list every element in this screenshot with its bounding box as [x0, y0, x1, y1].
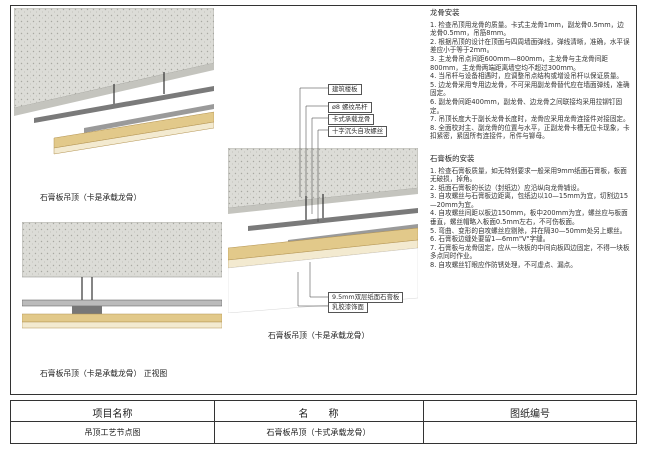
- note-board-8: 8. 自攻螺丝钉眼应作防锈处理，不可虚点、漏点。: [430, 261, 577, 270]
- caption-front-view: 石膏板吊顶（卡是承载龙骨） 正视图: [40, 369, 168, 378]
- note-board-7: 7. 石膏板与龙骨固定，应从一块板的中间向板四边固定，不得一块板多点同时作业。: [430, 243, 630, 261]
- value-name: 石膏板吊顶（卡式承载龙骨）: [266, 428, 371, 437]
- main-keel: [248, 208, 418, 231]
- title-block: 项目名称 名 称 图纸编号 吊顶工艺节点图 石膏板吊顶（卡式承载龙骨）: [10, 400, 637, 444]
- note-keel-6: 6. 副龙骨间距400mm，副龙骨、边龙骨之间联接均采用拉铆钉固定。: [430, 97, 623, 115]
- label-screw: 十字沉头自攻螺丝: [328, 126, 388, 137]
- label-main-keel: 卡式承载龙骨: [328, 114, 375, 125]
- header-project-name: 项目名称: [92, 409, 133, 420]
- board-layer: [228, 227, 418, 261]
- concrete-slab: [14, 8, 214, 109]
- caption-top-left: 石膏板吊顶（卡是承载龙骨）: [40, 193, 142, 202]
- note-keel-7: 7. 吊顶长度大于副长龙骨长度时，龙骨应采用龙骨连接件对接固定。: [430, 115, 630, 124]
- board-layer: [22, 313, 222, 323]
- detail-top-left: [14, 8, 214, 155]
- note-keel-2: 2. 根据吊顶的设计在顶面与四周墙面弹线，弹线清晰，准确，水平误差应小于等于2m…: [430, 37, 630, 55]
- detail-center: [228, 148, 418, 313]
- note-keel-5: 5. 边龙骨采用专用边龙骨，不可采用副龙骨替代应在墙面弹线，准确固定。: [430, 80, 630, 98]
- header-name: 名 称: [298, 409, 339, 420]
- drawing-frame: [10, 5, 637, 395]
- value-project-name: 吊顶工艺节点图: [84, 428, 141, 437]
- note-board-5: 5. 弯曲、变形的自攻螺丝应剔除，并在隔30—50mm处另上螺丝。: [430, 226, 627, 235]
- main-keel: [34, 86, 214, 123]
- label-finish: 乳胶漆饰面: [328, 302, 368, 313]
- note-keel-3: 3. 主龙骨吊点间距600mm—800mm，主龙骨与主龙骨间距800mm，主龙骨…: [430, 54, 608, 72]
- sub-keel: [72, 306, 102, 314]
- note-board-2: 2. 纸面石膏板的长边（封纸边）应沿纵向龙骨铺设。: [430, 183, 584, 192]
- note-board-3: 3. 自攻螺丝与石膏板边距离，包纸边以10—15mm为宜，切割边15—20mm为…: [430, 192, 629, 209]
- note-keel-4: 4. 当吊杆与设备相遇时，应调整吊点结构或增设吊杆以保证质量。: [430, 72, 624, 81]
- caption-center: 石膏板吊顶（卡是承载龙骨）: [268, 331, 370, 340]
- title-block-divider: [11, 421, 636, 422]
- leader-lines: [297, 87, 328, 307]
- main-keel: [22, 299, 222, 307]
- label-rod: ø8 螺纹吊杆: [328, 102, 372, 113]
- header-drawing-number: 图纸编号: [510, 409, 550, 420]
- note-board-4: 4. 自攻螺丝间距以板边150mm，板中200mm为宜，螺丝应与板面垂直，螺丝帽…: [430, 209, 628, 227]
- board-layer: [53, 111, 214, 149]
- note-board-1: 1. 检查石膏板质量，如无特别要求一般采用9mm纸面石膏板，板面无破损，掉角。: [430, 166, 627, 184]
- board-layer: [53, 121, 214, 155]
- note-keel-1: 1. 检查吊顶用龙骨的质量。卡式主龙骨1mm，副龙骨0.5mm，边龙骨0.5mm…: [430, 20, 624, 38]
- note-board-6: 6. 石膏板边缝处要留1—6mm"V"字缝。: [430, 235, 550, 244]
- concrete-slab: [22, 222, 222, 278]
- title-block-divider: [423, 401, 424, 443]
- notes-board-heading: 石膏板的安装: [430, 153, 475, 163]
- board-layer: [22, 321, 222, 329]
- notes-keel-heading: 龙骨安装: [430, 8, 460, 17]
- notes-column: 龙骨安装 1. 检查吊顶用龙骨的质量。卡式主龙骨1mm，副龙骨0.5mm，边龙骨…: [430, 8, 630, 270]
- title-block-divider: [214, 401, 215, 443]
- board-layer: [228, 239, 418, 269]
- detail-front-view: [22, 222, 222, 329]
- label-building-slab: 建筑楼板: [328, 84, 362, 95]
- sub-keel: [84, 104, 214, 133]
- note-keel-8: 8. 全面校对主、副龙骨的位置与水平，正副龙骨卡槽无位卡现象，卡扣紧密，紧固所有…: [430, 123, 630, 141]
